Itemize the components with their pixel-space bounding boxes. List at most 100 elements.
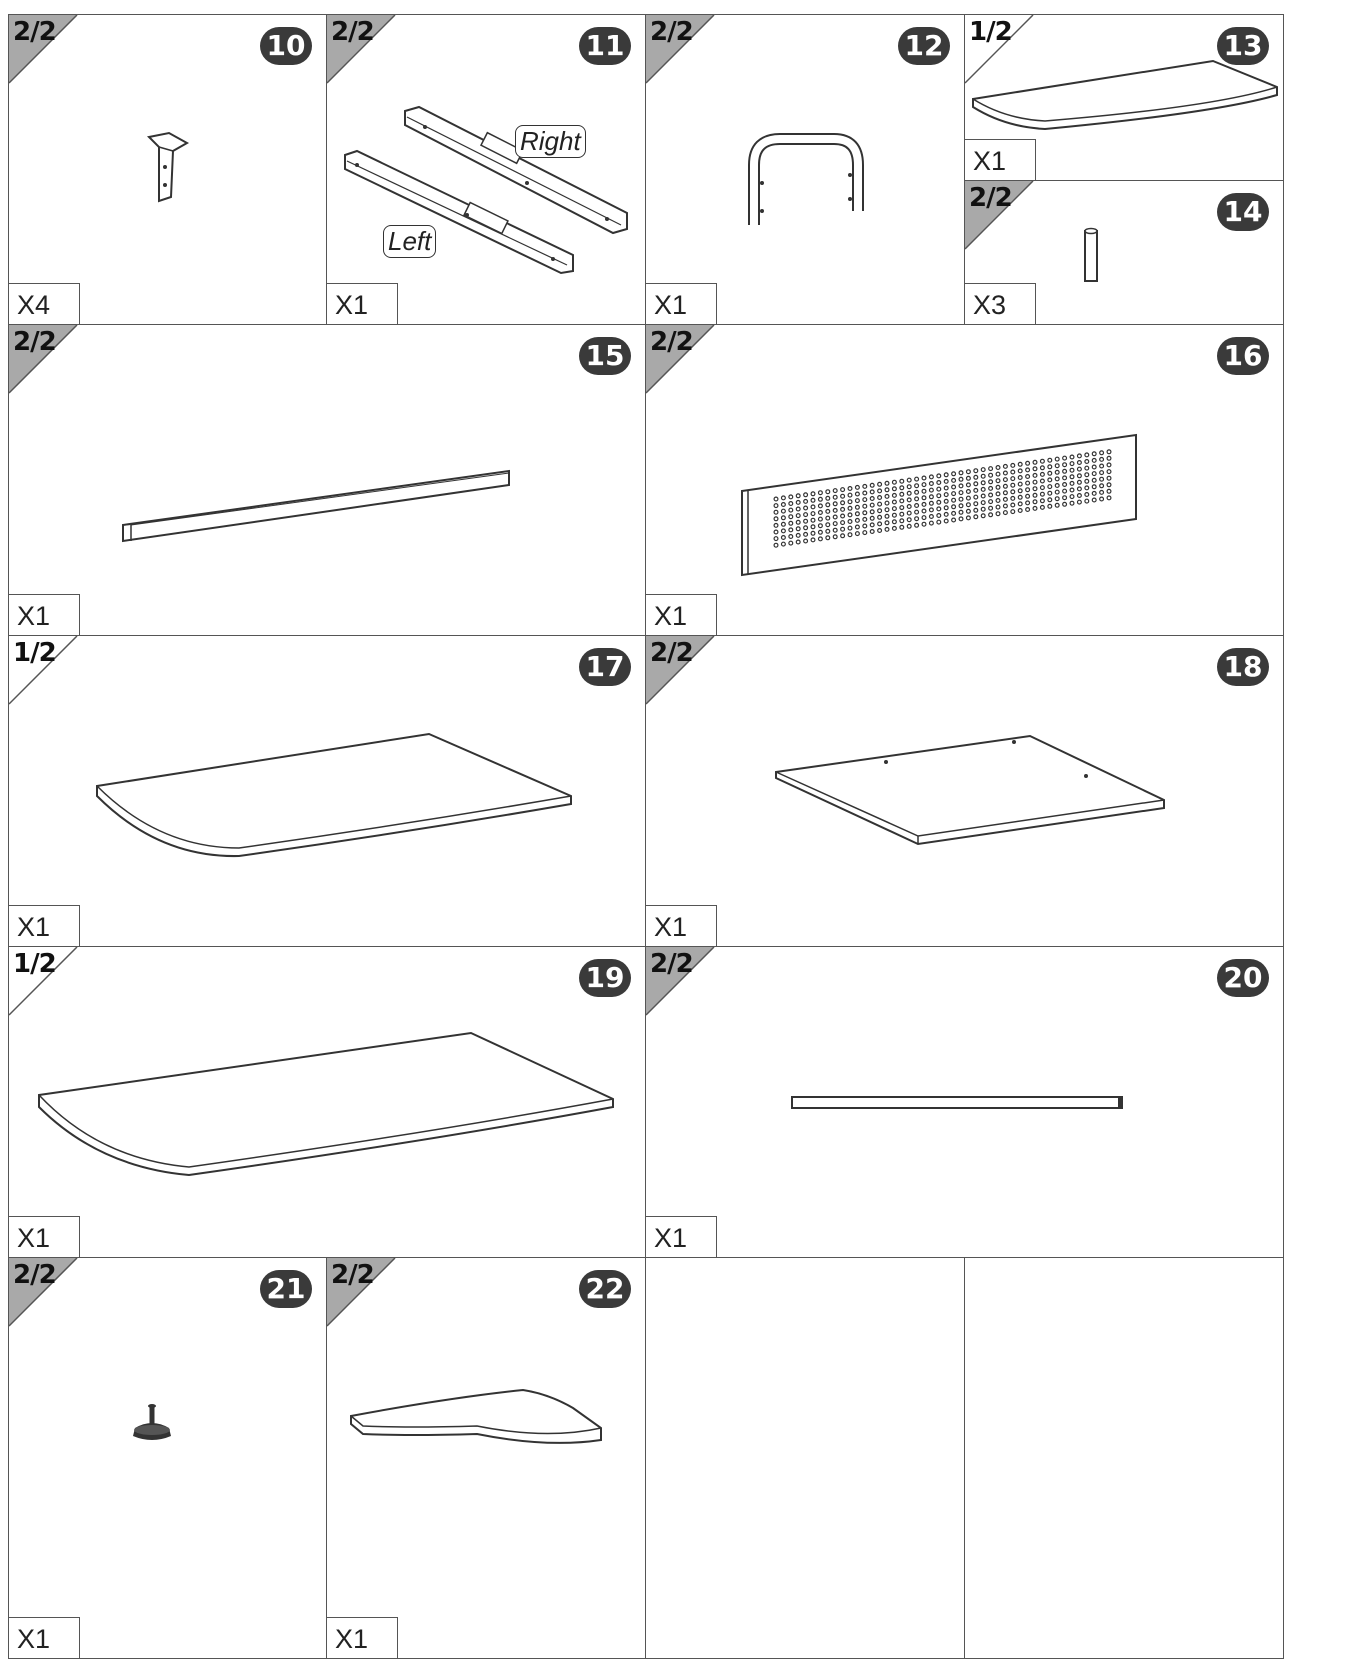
- corner-board-icon: [350, 1388, 602, 1444]
- perforation-hole: [862, 530, 868, 536]
- perforation-hole: [1076, 466, 1082, 472]
- perforation-hole: [1062, 455, 1068, 461]
- perforation-hole: [877, 514, 883, 520]
- perforation-hole: [1039, 485, 1045, 491]
- perforation-hole: [965, 482, 971, 488]
- perforation-hole: [877, 521, 883, 527]
- perforation-hole: [899, 511, 905, 517]
- perforation-hole: [899, 478, 905, 484]
- perforation-hole: [1062, 482, 1068, 488]
- perforation-hole: [995, 471, 1001, 477]
- perforation-hole: [1084, 459, 1090, 465]
- part-number-badge: 18: [1217, 648, 1269, 686]
- perforation-hole: [988, 466, 994, 472]
- perforation-hole: [988, 505, 994, 511]
- perforation-hole: [788, 520, 794, 526]
- leveling-foot-icon: [133, 1404, 171, 1440]
- perforation-hole: [773, 516, 779, 522]
- perforation-hole: [973, 487, 979, 493]
- perforation-hole: [980, 480, 986, 486]
- perforation-hole: [817, 490, 823, 496]
- perforation-hole: [965, 475, 971, 481]
- perforation-hole: [921, 521, 927, 527]
- perforation-hole: [988, 479, 994, 485]
- perforation-hole: [1010, 489, 1016, 495]
- perforation-hole: [840, 526, 846, 532]
- perforation-hole: [884, 513, 890, 519]
- perforation-hole: [1017, 475, 1023, 481]
- perforation-hole: [891, 506, 897, 512]
- perforation-hole: [884, 507, 890, 513]
- perforation-hole: [1099, 496, 1105, 502]
- quantity-label: X1: [327, 1617, 398, 1658]
- perforation-hole: [1047, 477, 1053, 483]
- perforation-hole: [973, 507, 979, 513]
- perforation-hole: [773, 509, 779, 515]
- perforation-hole: [832, 521, 838, 527]
- perforation-hole: [921, 501, 927, 507]
- perforation-hole: [951, 510, 957, 516]
- perforation-hole: [877, 528, 883, 534]
- quantity-label: X1: [9, 905, 80, 946]
- quantity-label: X1: [327, 283, 398, 324]
- perforation-hole: [810, 530, 816, 536]
- perforation-hole: [810, 504, 816, 510]
- perforation-hole: [854, 531, 860, 537]
- quantity-label: X1: [646, 594, 717, 635]
- corner-triangle-icon: [327, 1258, 396, 1327]
- perforation-hole: [1025, 467, 1031, 473]
- perforation-hole: [1106, 469, 1112, 475]
- perforation-hole: [995, 491, 1001, 497]
- perforation-hole: [832, 488, 838, 494]
- part-number-badge: 15: [579, 337, 631, 375]
- perforation-hole: [1062, 488, 1068, 494]
- perforation-hole: [1025, 460, 1031, 466]
- part-cell-16: 2/2 16 X1: [645, 324, 1284, 636]
- part-fraction: 2/2: [13, 17, 57, 47]
- perforation-hole: [906, 497, 912, 503]
- perforation-hole: [965, 469, 971, 475]
- perforation-hole: [914, 503, 920, 509]
- perforation-hole: [803, 538, 809, 544]
- perforation-hole: [1054, 463, 1060, 469]
- part-fraction: 1/2: [13, 638, 57, 668]
- perforation-hole: [958, 490, 964, 496]
- perforation-hole: [899, 505, 905, 511]
- perforation-hole: [1039, 491, 1045, 497]
- perforation-hole: [928, 487, 934, 493]
- dowel-icon: [1084, 227, 1098, 282]
- perforation-hole: [869, 515, 875, 521]
- corner-triangle-icon: [646, 15, 715, 84]
- perforation-hole: [980, 500, 986, 506]
- perforation-hole: [1025, 480, 1031, 486]
- perforation-hole: [965, 495, 971, 501]
- perforation-hole: [788, 501, 794, 507]
- perforation-hole: [847, 499, 853, 505]
- perforation-hole: [780, 535, 786, 541]
- perforation-hole: [803, 498, 809, 504]
- perforation-hole: [936, 480, 942, 486]
- part-number-badge: 12: [898, 27, 950, 65]
- perforation-hole: [899, 491, 905, 497]
- perforation-hole: [1084, 498, 1090, 504]
- perforation-hole: [795, 526, 801, 532]
- perforation-hole: [1062, 468, 1068, 474]
- perforation-hole: [906, 523, 912, 529]
- perforation-hole: [1076, 453, 1082, 459]
- perforation-hole: [877, 508, 883, 514]
- perforation-hole: [958, 516, 964, 522]
- perforation-hole: [788, 494, 794, 500]
- perforation-hole: [988, 492, 994, 498]
- perforation-hole: [1047, 484, 1053, 490]
- part-number-badge: 20: [1217, 959, 1269, 997]
- perforation-hole: [877, 495, 883, 501]
- perforation-hole: [1002, 496, 1008, 502]
- perforation-hole: [788, 534, 794, 540]
- perforation-hole: [1054, 483, 1060, 489]
- perforation-hole: [928, 514, 934, 520]
- perforation-hole: [1091, 471, 1097, 477]
- perforation-hole: [788, 507, 794, 513]
- perforation-hole: [884, 526, 890, 532]
- perforation-hole: [995, 484, 1001, 490]
- corner-triangle-icon: [9, 1258, 78, 1327]
